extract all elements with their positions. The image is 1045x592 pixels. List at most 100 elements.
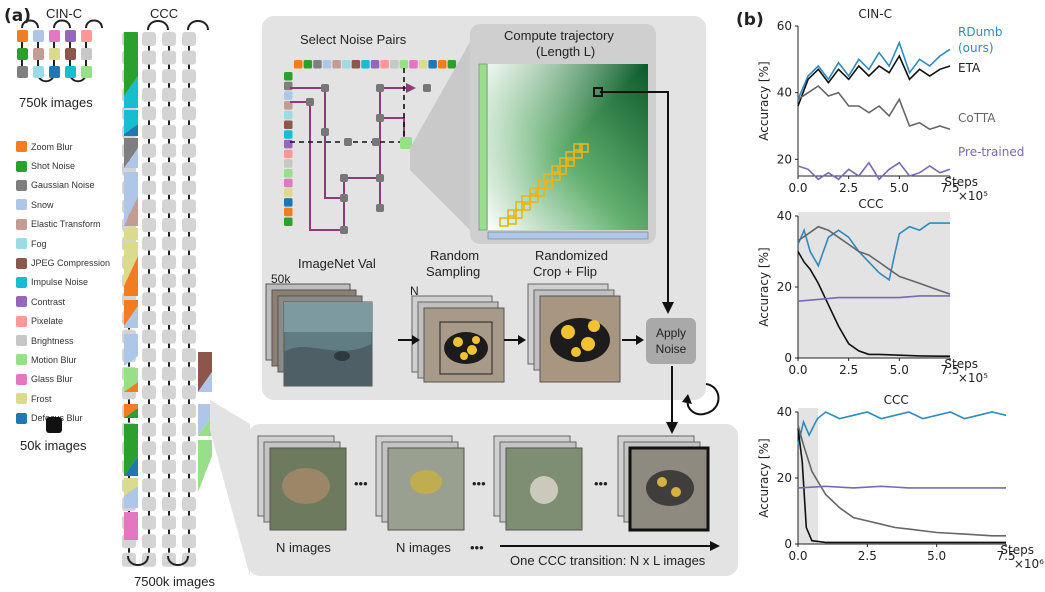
x-tick-label: 7.5 [940,181,959,195]
series-line [797,84,951,131]
x-tick-label: 0.0 [788,181,807,195]
series-line [797,428,1006,544]
noise-pairs-grid [284,60,457,234]
legend-item: Glass Blur [16,370,126,389]
chart-title: CCC [884,393,909,407]
legend-swatch [16,315,27,327]
apply-label-2: Noise [655,342,687,356]
legend-swatch [16,218,27,230]
ccc-caption: 7500k images [134,574,215,589]
y-tick-label: 60 [777,19,792,33]
random-label-2: Sampling [426,264,481,279]
crop-stack [527,283,621,383]
legend-label: Snow [31,199,54,210]
legend-item: Elastic Transform [16,215,126,234]
legend-item: Impulse Noise [16,273,126,292]
legend-swatch [16,238,27,250]
x-tick-label: 7.5 [940,363,959,377]
imagenet-label: ImageNet Val [298,256,376,271]
legend-label: Fog [31,238,47,249]
crop-label-1: Randomized [535,248,608,263]
n-images-label-2: N images [396,540,451,555]
legend-swatch [16,179,27,191]
loop-arrows [666,366,720,434]
series-label: CoTTA [958,111,996,125]
compute-title-1: Compute trajectory [504,28,614,43]
legend-item: Motion Blur [16,350,126,369]
ccc-zoom-wedge [210,400,250,576]
apply-noise-box: Apply Noise [646,318,696,364]
legend-item: Frost [16,389,126,408]
panel-a-label: (a) [4,6,32,26]
series-line [797,54,951,107]
legend-swatch [16,199,27,211]
legend-item: Zoom Blur [16,137,126,156]
legend-label: Zoom Blur [31,141,73,152]
series-label: (ours) [958,41,994,55]
legend-swatch [16,393,27,405]
legend-label: Gaussian Noise [31,180,95,191]
legend-label: Shot Noise [31,161,76,172]
y-axis-label: Accuracy [%] [757,438,771,517]
x-multiplier: ×10⁶ [1014,557,1044,571]
legend-label: Impulse Noise [31,277,89,288]
ellipsis-4: ••• [470,540,484,555]
y-tick-label: 20 [777,280,792,294]
y-tick-label: 20 [777,471,792,485]
ccc-title: CCC [150,6,179,21]
x-tick-label: 5.0 [890,363,909,377]
x-axis-label: Steps [1000,543,1034,557]
series-line [797,295,950,302]
x-tick-label: 0.0 [788,549,807,563]
legend-swatch [16,276,27,288]
y-tick-label: 40 [777,86,792,100]
series-line [797,222,950,282]
x-tick-label: 2.5 [858,549,877,563]
select-pairs-title: Select Noise Pairs [300,32,407,47]
legend-item: Contrast [16,292,126,311]
series-line [797,411,1007,446]
transition-row [257,435,710,532]
legend-label: Motion Blur [31,354,77,365]
trajectory-zoom-wedge [410,24,480,240]
x-multiplier: ×10⁵ [958,371,988,385]
row-arrows [398,335,644,345]
n-images-label-1: N images [276,540,331,555]
transition-arrow [500,541,720,551]
cinc-title: CIN-C [46,6,83,21]
legend-item: JPEG Compression [16,253,126,272]
x-tick-label: 2.5 [839,363,858,377]
random-label-1: Random [430,248,480,263]
y-tick-label: 20 [777,152,792,166]
series-label: Pre-trained [958,145,1024,159]
transition-label: One CCC transition: N x L images [510,553,706,568]
y-axis-label: Accuracy [%] [757,247,771,326]
y-tick-label: 0 [784,537,792,551]
crop-label-2: Crop + Flip [533,264,597,279]
ellipsis-2: ••• [472,476,486,491]
legend-label: Brightness [31,335,74,346]
series-line [797,485,1006,489]
sample-stack [411,295,505,383]
ccc-grid [122,20,212,567]
y-tick-label: 40 [777,209,792,223]
x-multiplier: ×10⁵ [958,189,988,203]
legend-label: JPEG Compression [31,258,111,269]
legend-swatch [16,257,27,269]
legend-label: Elastic Transform [31,219,101,230]
legend-item: Defocus Blur [16,408,126,427]
legend-label: Contrast [31,296,66,307]
legend-swatch [16,296,27,308]
cinc-caption: 750k images [19,95,93,110]
block-caption: 50k images [20,438,87,453]
legend-label: Glass Blur [31,374,73,385]
trajectory-arrow [600,91,674,314]
cinc-grid [17,19,103,83]
series-line [797,251,950,357]
legend-swatch [16,354,27,366]
panel-b-label: (b) [736,10,764,30]
